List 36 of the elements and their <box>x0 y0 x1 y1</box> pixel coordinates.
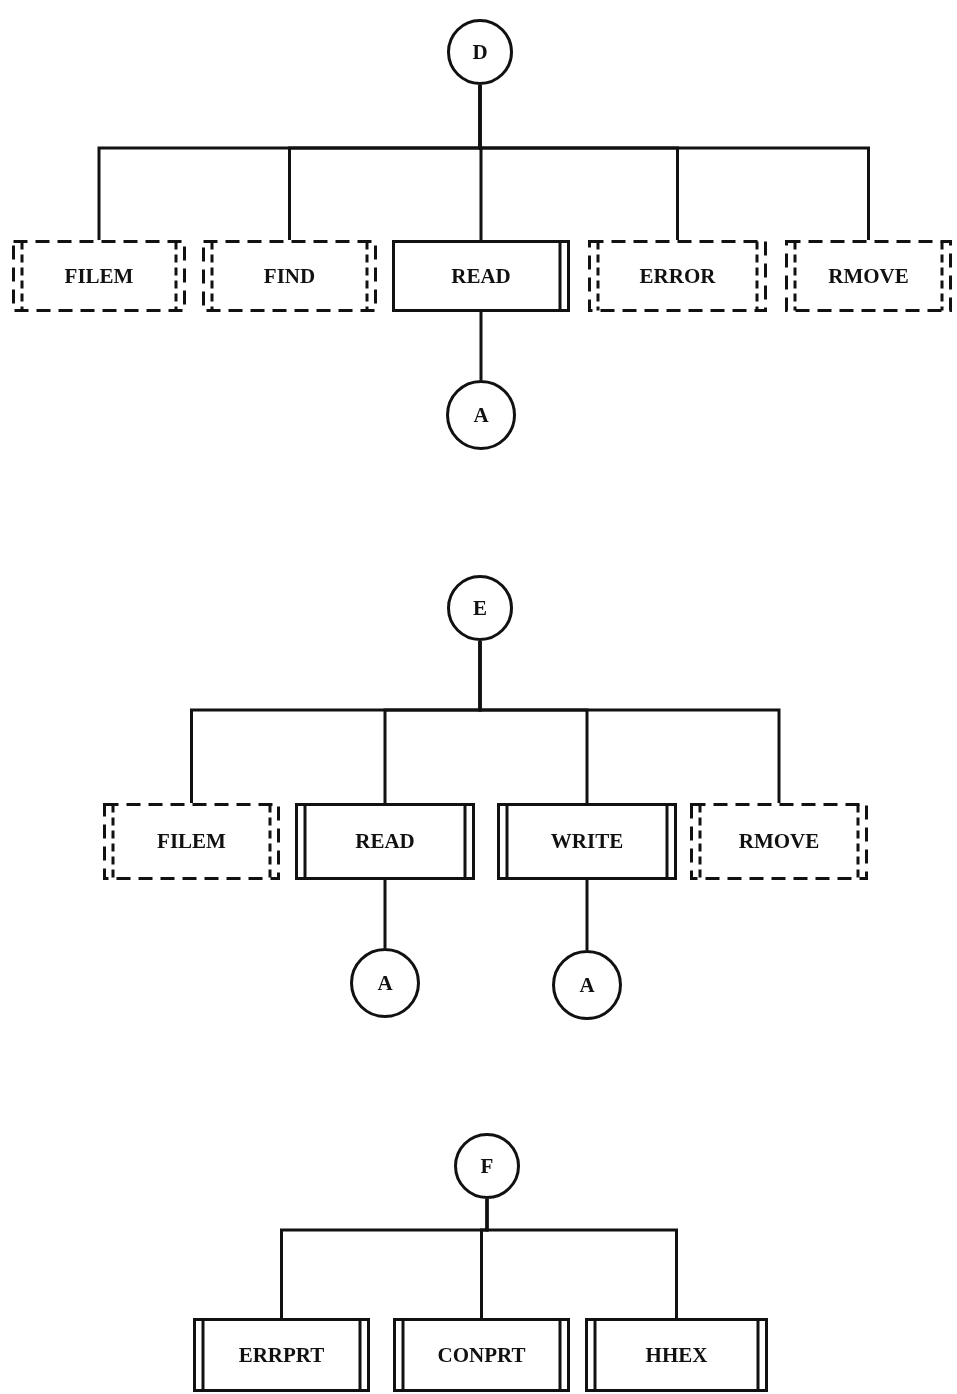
box-label: HHEX <box>645 1342 708 1368</box>
dashed-box <box>588 240 767 312</box>
box-label: ERROR <box>639 263 716 289</box>
dashed-box <box>202 240 377 312</box>
box-label: READ <box>355 829 415 854</box>
box-label: E <box>473 595 487 621</box>
box-label: RMOVE <box>828 263 909 289</box>
connector-line <box>585 880 589 950</box>
connector-line <box>485 1199 678 1318</box>
process-box <box>392 240 570 312</box>
process-box <box>393 1318 570 1392</box>
box-label: CONPRT <box>437 1342 526 1368</box>
connector-line <box>478 85 870 240</box>
process-box <box>295 803 475 880</box>
dashed-box <box>12 240 186 312</box>
box-label: A <box>377 970 393 996</box>
box-label: READ <box>451 263 511 289</box>
box-label: D <box>472 39 488 65</box>
box-label: A <box>579 972 595 998</box>
process-box <box>585 1318 768 1392</box>
process-box <box>497 803 677 880</box>
box-label: FIND <box>263 263 316 289</box>
connector-line <box>479 312 483 380</box>
box-label: FILEM <box>157 829 226 854</box>
box-label: ERRPRT <box>238 1342 325 1368</box>
dashed-box <box>103 803 280 880</box>
box-label: RMOVE <box>738 829 820 854</box>
dashed-box <box>785 240 952 312</box>
box-label: F <box>480 1153 494 1179</box>
box-label: WRITE <box>550 829 624 854</box>
process-box <box>193 1318 370 1392</box>
box-label: A <box>473 402 489 428</box>
box-label: FILEM <box>64 263 134 289</box>
dashed-box <box>690 803 868 880</box>
connector-line <box>478 641 781 803</box>
connector-line <box>383 880 387 948</box>
